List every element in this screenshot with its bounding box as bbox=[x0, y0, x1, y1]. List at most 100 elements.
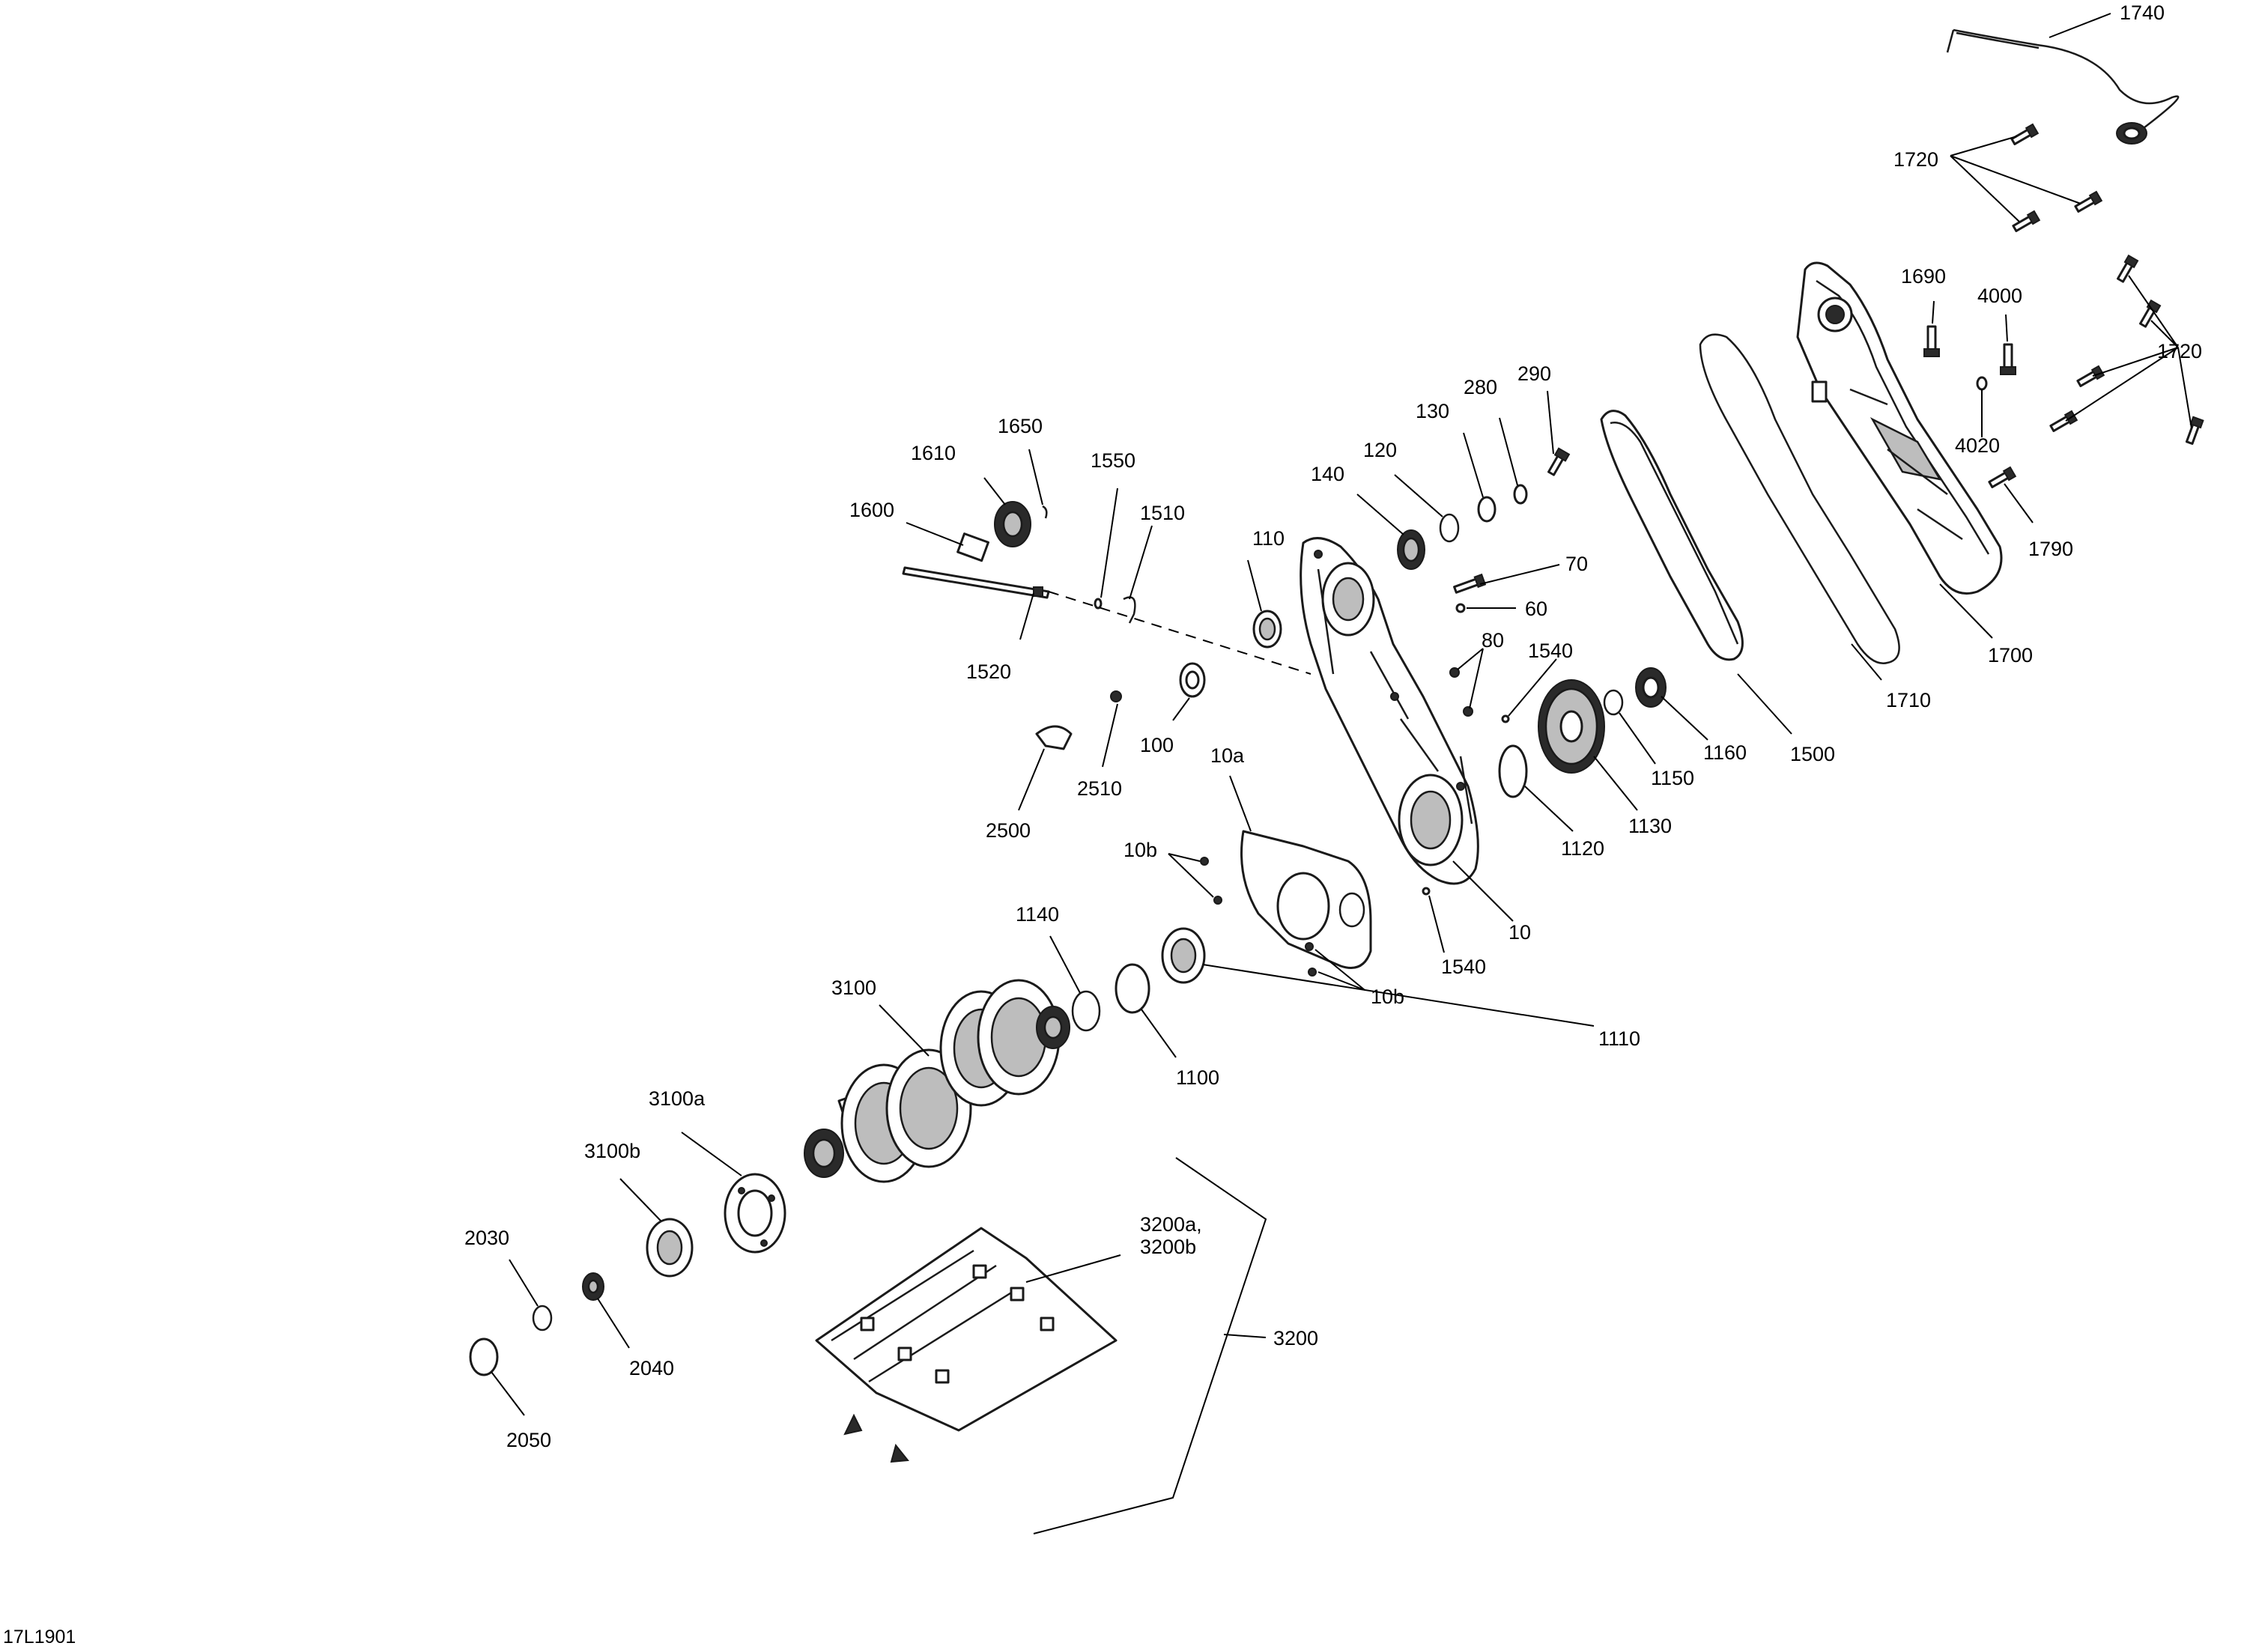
part-1600-adjuster-block bbox=[956, 532, 989, 562]
part-1710-gasket bbox=[1699, 333, 1900, 664]
callout-1700: 1700 bbox=[1988, 644, 2033, 666]
callout-1600: 1600 bbox=[849, 499, 894, 521]
part-10a-gasket-plate bbox=[1240, 830, 1372, 969]
callout-10b-upper: 10b bbox=[1124, 839, 1157, 861]
callout-70: 70 bbox=[1565, 553, 1588, 575]
callout-110: 110 bbox=[1252, 527, 1285, 550]
callout-1540-upper: 1540 bbox=[1528, 640, 1573, 662]
part-1700-chaincase-cover bbox=[1796, 261, 2003, 595]
part-1550-pin bbox=[1094, 598, 1103, 610]
callout-2030: 2030 bbox=[464, 1227, 509, 1249]
part-110-bearing bbox=[1252, 610, 1282, 649]
part-130-ring bbox=[1477, 496, 1497, 523]
callout-280: 280 bbox=[1464, 376, 1497, 398]
callout-1510: 1510 bbox=[1140, 502, 1185, 524]
part-1610-knob bbox=[994, 501, 1031, 547]
part-3100b-bearing bbox=[646, 1218, 694, 1278]
part-1540-plug-lower bbox=[1422, 887, 1431, 896]
callout-1100: 1100 bbox=[1176, 1066, 1219, 1089]
part-1150-circlip bbox=[1603, 689, 1624, 716]
part-1540-plug-upper bbox=[1501, 714, 1510, 723]
part-140-gear bbox=[1397, 529, 1425, 570]
part-2500-bracket bbox=[1035, 725, 1073, 750]
part-1100-ring bbox=[1115, 963, 1150, 1014]
part-80-nuts bbox=[1449, 667, 1473, 717]
part-1690-bolt bbox=[1923, 325, 1940, 357]
callout-1150: 1150 bbox=[1651, 767, 1694, 789]
part-1510-hairpin bbox=[1123, 596, 1136, 624]
part-3200-slider-plate bbox=[815, 1227, 1118, 1463]
part-10b-screws-upper bbox=[1200, 857, 1222, 905]
callout-1550: 1550 bbox=[1091, 449, 1135, 472]
callout-1500: 1500 bbox=[1790, 743, 1835, 765]
part-100-seal bbox=[1179, 662, 1206, 698]
part-1720-screws-right bbox=[2049, 254, 2204, 446]
callout-1610: 1610 bbox=[911, 442, 956, 464]
callout-2500: 2500 bbox=[986, 819, 1031, 842]
callout-1130: 1130 bbox=[1628, 815, 1672, 837]
part-4020-ball bbox=[1976, 376, 1988, 391]
callout-1520: 1520 bbox=[966, 661, 1011, 683]
callout-120: 120 bbox=[1363, 439, 1397, 461]
callout-130: 130 bbox=[1416, 400, 1449, 422]
callout-2050: 2050 bbox=[506, 1429, 551, 1451]
part-2510-nut bbox=[1110, 690, 1122, 702]
callout-3200a: 3200a, bbox=[1140, 1213, 1202, 1236]
assembly-axis-line bbox=[1048, 591, 1311, 675]
part-1130-large-sprocket bbox=[1538, 679, 1605, 774]
callout-1720-right: 1720 bbox=[2157, 340, 2202, 362]
callout-3200b: 3200b bbox=[1140, 1236, 1196, 1258]
part-2050-ring bbox=[469, 1337, 499, 1376]
callout-3100: 3100 bbox=[831, 977, 876, 999]
part-3100-drive-axle bbox=[804, 979, 1070, 1183]
callout-1740: 1740 bbox=[2120, 1, 2165, 24]
part-120-clip bbox=[1439, 513, 1460, 543]
part-290-bolt bbox=[1547, 447, 1571, 476]
callout-1690: 1690 bbox=[1901, 265, 1946, 288]
callout-1120: 1120 bbox=[1561, 837, 1604, 860]
part-2030-clip bbox=[532, 1305, 553, 1331]
part-1140-clip bbox=[1071, 990, 1101, 1032]
callout-1650: 1650 bbox=[998, 415, 1043, 437]
part-2040-bearing bbox=[582, 1272, 604, 1301]
callout-1720-upper: 1720 bbox=[1893, 148, 1938, 171]
callout-10a: 10a bbox=[1210, 744, 1245, 767]
part-1520-adjuster-rod bbox=[902, 566, 1050, 599]
callout-4000: 4000 bbox=[1977, 285, 2022, 307]
part-10-chaincase-housing bbox=[1300, 537, 1479, 885]
part-1790-bolt bbox=[1988, 466, 2017, 488]
callout-1710: 1710 bbox=[1886, 689, 1931, 711]
callout-100: 100 bbox=[1140, 734, 1174, 756]
callout-1110: 1110 bbox=[1598, 1027, 1640, 1050]
part-1120-ring bbox=[1498, 744, 1528, 798]
part-1500-drive-chain bbox=[1600, 410, 1744, 661]
callout-10b-lower: 10b bbox=[1371, 986, 1404, 1008]
callout-290: 290 bbox=[1517, 362, 1551, 385]
part-4000-bolt bbox=[2000, 343, 2016, 375]
callout-10: 10 bbox=[1508, 921, 1531, 944]
callout-3100a: 3100a bbox=[649, 1087, 706, 1110]
callout-60: 60 bbox=[1525, 598, 1547, 620]
leader-lines bbox=[491, 13, 2192, 1534]
part-1110-bearing bbox=[1161, 927, 1206, 984]
callout-80: 80 bbox=[1482, 629, 1504, 652]
callout-4020: 4020 bbox=[1955, 434, 2000, 457]
callout-3100b: 3100b bbox=[584, 1140, 640, 1162]
figure-reference-code: 17L1901 bbox=[3, 1627, 76, 1648]
callout-1160: 1160 bbox=[1703, 741, 1747, 764]
callout-labels: 1740 1720 1690 4000 1720 4020 1790 290 2… bbox=[464, 1, 2202, 1451]
callout-2040: 2040 bbox=[629, 1357, 674, 1379]
callout-140: 140 bbox=[1311, 463, 1344, 485]
callout-1140: 1140 bbox=[1016, 903, 1059, 926]
part-1720-screws-upper bbox=[2010, 123, 2103, 232]
callout-3200: 3200 bbox=[1273, 1327, 1318, 1349]
part-1160-sprocket bbox=[1635, 667, 1667, 708]
part-280-washer bbox=[1513, 484, 1528, 505]
part-1650-pin bbox=[1042, 505, 1048, 519]
part-60-ball bbox=[1455, 603, 1466, 613]
part-1740-speed-sensor-harness bbox=[1946, 28, 2180, 145]
callout-1540-lower: 1540 bbox=[1441, 956, 1486, 978]
part-10b-screws-lower bbox=[1305, 942, 1317, 977]
callout-2510: 2510 bbox=[1077, 777, 1122, 800]
